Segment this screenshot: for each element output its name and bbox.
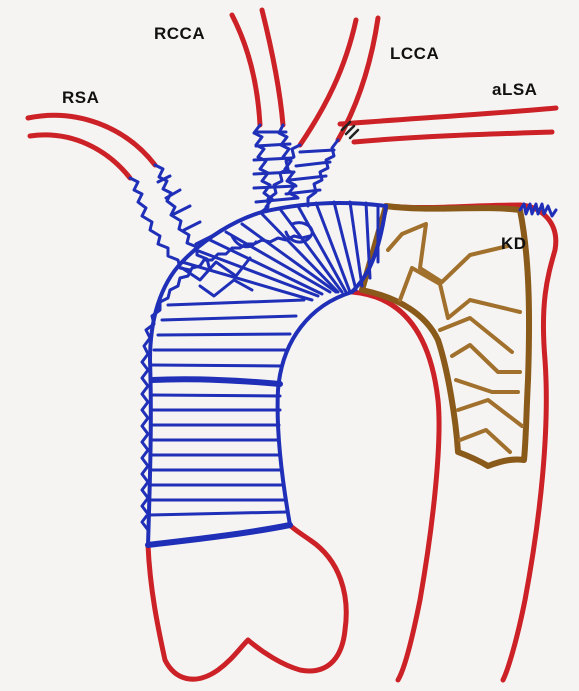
rcca-vessel-right-wall (262, 10, 283, 125)
kd-suture-marks (520, 204, 556, 216)
label-kd: KD (501, 234, 527, 254)
aortic-root-wall (148, 525, 346, 679)
label-rsa: RSA (62, 88, 99, 108)
native-arch-inner-wall (352, 292, 439, 680)
rcca-vessel-left-wall (232, 15, 260, 125)
label-lcca: LCCA (390, 44, 439, 64)
label-rcca: RCCA (154, 24, 205, 44)
graft-proximal-suture (148, 525, 290, 545)
native-vessels (28, 10, 556, 680)
rsa-vessel-upper-wall (28, 115, 155, 165)
graft-crimps-ascending (150, 300, 304, 515)
rsa-vessel-lower-wall (30, 135, 130, 178)
alsa-vessel-lower-wall (354, 132, 552, 142)
label-alsa: aLSA (492, 80, 537, 100)
graft-midband (152, 379, 280, 384)
rsa-graft-limb (130, 165, 209, 270)
alsa-vessel-upper-wall (340, 108, 556, 124)
graft-crimps-arch (182, 202, 378, 300)
